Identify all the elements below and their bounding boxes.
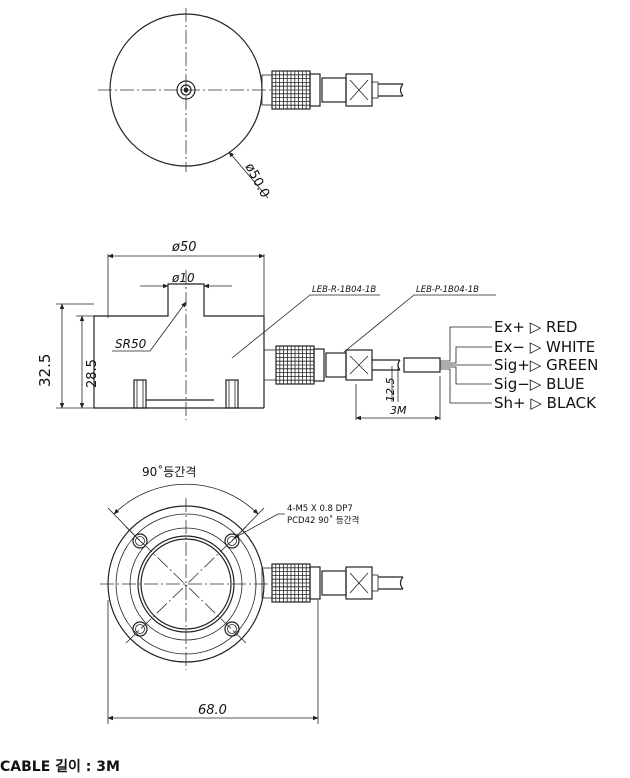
height-total-label: 32.5 [36, 354, 54, 387]
top-diameter-label: ø50.0 [241, 161, 272, 201]
mounting-holes [125, 526, 247, 644]
wire-label-sig-plus: Sig+▷ GREEN [494, 356, 598, 374]
wire-label-ex-plus: Ex+ ▷ RED [494, 318, 577, 336]
bottom-view: 90˚등간격 4-M5 X 0.8 DP7 PCD42 90˚ 등간격 68.0 [100, 464, 404, 724]
top-connector [261, 70, 404, 110]
width-label: 68.0 [198, 703, 227, 718]
sr-label: SR50 [115, 337, 147, 351]
wire-label-ex-minus: Ex− ▷ WHITE [494, 338, 595, 356]
side-connector [263, 345, 441, 385]
side-view: ø50 ø10 SR50 32.5 28.5 [36, 240, 598, 421]
bottom-connector [261, 563, 404, 603]
top-view: ø50.0 [98, 8, 404, 201]
wire-lines [440, 326, 492, 404]
pcd-label: PCD42 90˚ 등간격 [287, 515, 359, 526]
center-hole [176, 80, 196, 100]
button-diameter-label: ø10 [171, 271, 195, 285]
wire-label-sh-plus: Sh+ ▷ BLACK [494, 394, 597, 412]
hole-spec-label: 4-M5 X 0.8 DP7 [287, 504, 353, 514]
spacing-label: 90˚등간격 [142, 464, 196, 479]
wire-label-sig-minus: Sig−▷ BLUE [494, 375, 584, 393]
cable-length-label: 3M [390, 404, 407, 417]
height-body-label: 28.5 [85, 359, 100, 388]
cable-dia-label: 12.5 [384, 378, 397, 403]
connector-p-label: LEB-P-1B04-1B [416, 285, 479, 295]
cable-length-caption: CABLE 길이 : 3M [0, 759, 120, 775]
connector-r-label: LEB-R-1B04-1B [312, 285, 376, 295]
side-diameter-label: ø50 [171, 240, 197, 255]
